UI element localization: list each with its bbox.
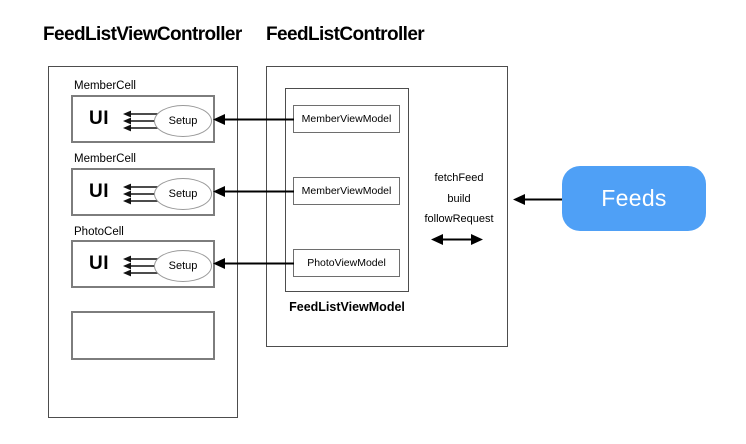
ui-label: UI — [89, 108, 109, 129]
title-feedlistcontroller: FeedListController — [266, 24, 425, 45]
cell-label-membercell-1: MemberCell — [74, 80, 136, 92]
double-arrow-icon — [431, 234, 483, 245]
cell-label-membercell-2: MemberCell — [74, 153, 136, 165]
title-feedlistviewcontroller: FeedListViewController — [43, 24, 242, 45]
arrow-membervm2-to-cell2 — [213, 186, 294, 197]
feeds-label: Feeds — [601, 185, 667, 211]
member-viewmodel-box-2: MemberViewModel — [293, 177, 400, 205]
member-cell-box-2: UI Setup — [71, 168, 215, 216]
setup-ellipse: Setup — [154, 178, 212, 210]
setup-label: Setup — [168, 115, 198, 127]
ui-label: UI — [89, 253, 109, 274]
member-cell-box-1: UI Setup — [71, 95, 215, 143]
member-viewmodel-box-1: MemberViewModel — [293, 105, 400, 133]
photo-cell-box: UI Setup — [71, 240, 215, 288]
arrow-photovm-to-photocell — [213, 258, 294, 269]
feeds-box: Feeds — [562, 166, 706, 231]
cell-label-photocell: PhotoCell — [74, 226, 124, 238]
method-followrequest: followRequest — [424, 213, 494, 225]
method-fetchfeed: fetchFeed — [434, 172, 484, 184]
setup-ellipse: Setup — [154, 250, 212, 282]
setup-label: Setup — [168, 188, 198, 200]
setup-label: Setup — [168, 260, 198, 272]
ui-label: UI — [89, 181, 109, 202]
arrow-feeds-to-controller — [513, 194, 562, 205]
empty-cell-box — [71, 311, 215, 360]
feedlistviewmodel-label: FeedListViewModel — [289, 300, 405, 314]
photo-viewmodel-box: PhotoViewModel — [293, 249, 400, 277]
setup-ellipse: Setup — [154, 105, 212, 137]
method-build: build — [447, 193, 471, 205]
arrow-membervm1-to-cell1 — [213, 114, 294, 125]
